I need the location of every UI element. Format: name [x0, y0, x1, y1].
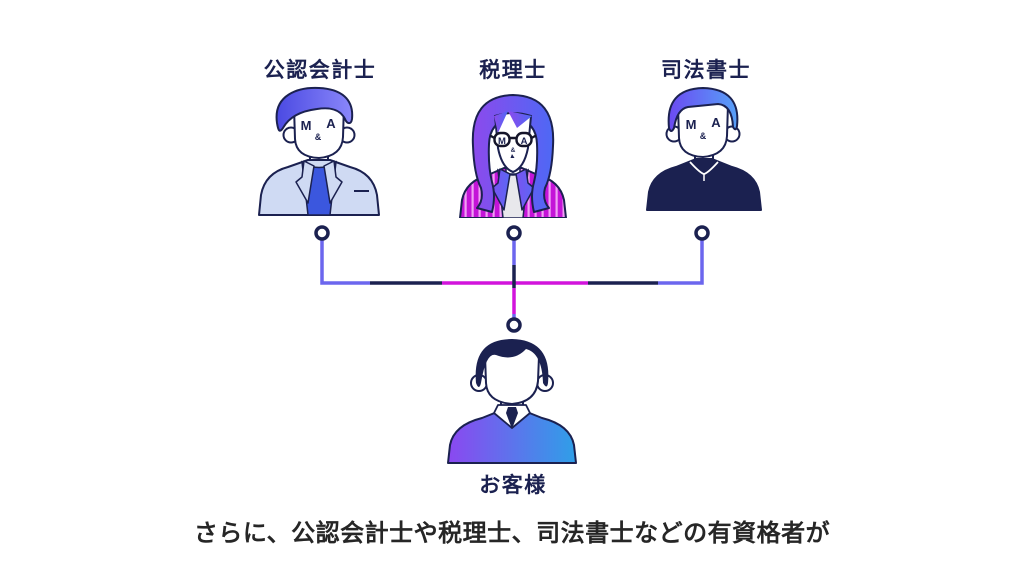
- lapel-left: [295, 160, 315, 204]
- node-accountant: [314, 225, 330, 241]
- hair: [667, 86, 739, 132]
- role-label-accountant: 公認会計士: [263, 59, 377, 82]
- glasses-right-lens: [515, 131, 533, 148]
- role-label-tax-advisor: 税理士: [479, 59, 547, 82]
- node-tax-advisor: [506, 225, 522, 241]
- ma-mark-amp: &: [700, 131, 707, 141]
- connector-left-periwinkle: [320, 239, 370, 285]
- ma-mark-amp: &: [315, 132, 322, 142]
- tie: [506, 407, 518, 429]
- connector-lines: [314, 225, 710, 333]
- sweater: [646, 158, 762, 211]
- hair: [275, 86, 354, 132]
- hair: [475, 339, 549, 387]
- glasses-left-lens: [493, 131, 511, 148]
- tax-advisor-illustration: M A &: [459, 94, 567, 218]
- scrivener-illustration: M A &: [646, 86, 762, 211]
- glasses-frame: [489, 134, 537, 140]
- ma-mark-m: M: [498, 136, 506, 147]
- customer-label: お客様: [479, 474, 547, 497]
- lapel-right: [515, 168, 535, 211]
- ma-mark-a: A: [521, 136, 528, 147]
- subtitle-caption: さらに、公認会計士や税理士、司法書士などの有資格者が: [193, 520, 831, 547]
- node-customer: [506, 317, 522, 333]
- lapel-right: [323, 160, 343, 204]
- ma-mark-m: M: [301, 118, 312, 133]
- role-label-scrivener: 司法書士: [661, 59, 751, 82]
- connector-right-periwinkle: [658, 239, 704, 285]
- node-scrivener: [694, 225, 710, 241]
- ma-mark-amp: &: [511, 147, 516, 154]
- ma-mark-m: M: [686, 117, 697, 132]
- ma-mark-a: A: [326, 116, 336, 131]
- accountant-illustration: M A &: [258, 86, 380, 216]
- ma-mark-a: A: [711, 115, 721, 130]
- customer-illustration: [447, 339, 577, 464]
- bangs-right: [508, 111, 532, 128]
- bangs-left: [494, 111, 508, 133]
- hair: [471, 94, 555, 213]
- lapel-left: [491, 168, 511, 211]
- nose: [510, 154, 515, 158]
